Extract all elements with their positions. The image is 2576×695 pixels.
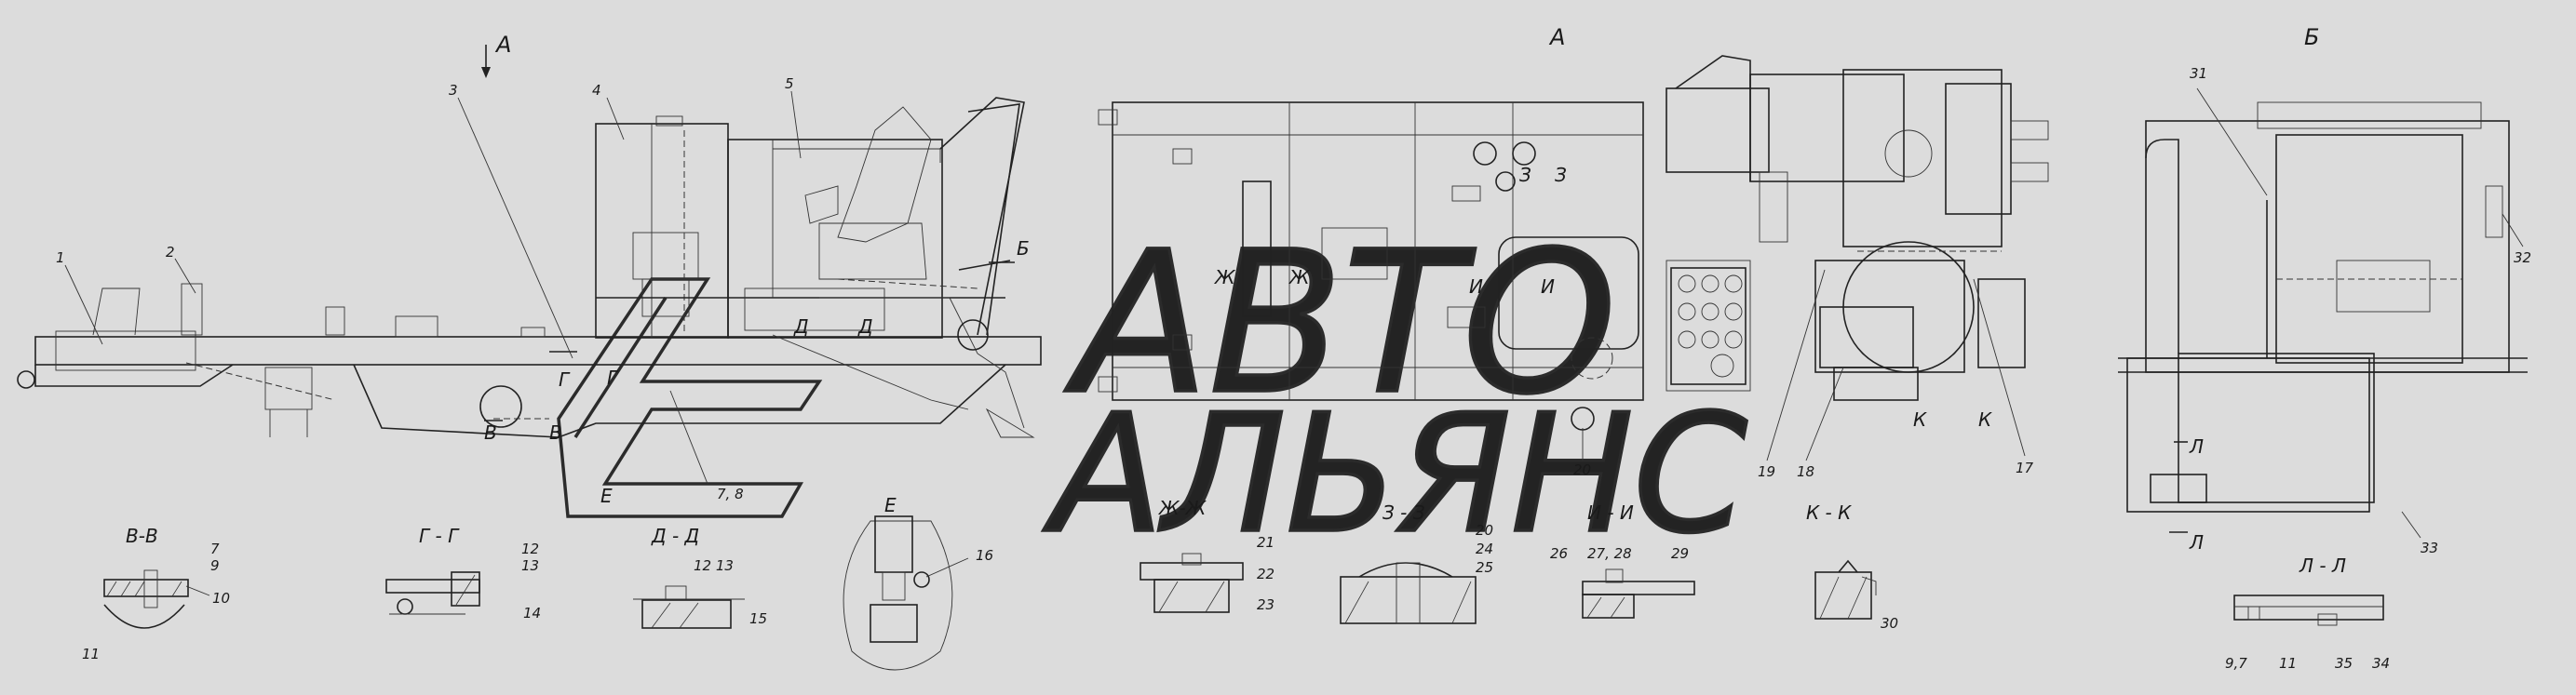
callout-32: 32 [2514, 249, 2531, 266]
callout-35: 35 [2335, 655, 2353, 672]
section-l-l: Л - Л 9,7 11 35 34 [2225, 555, 2390, 672]
callout-11b: 11 [2279, 655, 2297, 672]
marker-d-2: Д [857, 315, 873, 338]
marker-l-2: Л [2189, 531, 2204, 554]
view-a: А [1098, 24, 2049, 480]
callout-25: 25 [1476, 559, 1493, 576]
marker-zh-2: Ж [1288, 266, 1311, 288]
view-a-title: А [1548, 24, 1565, 50]
marker-k-2: К [1978, 408, 1992, 431]
section-v-v: В-В 7 9 10 11 [82, 525, 230, 662]
callout-5: 5 [785, 75, 794, 92]
callout-17: 17 [2016, 460, 2034, 476]
callout-9-7: 9,7 [2225, 655, 2247, 672]
callout-20b: 20 [1476, 522, 1493, 539]
callout-18: 18 [1797, 463, 1814, 480]
section-vv-title: В-В [126, 525, 158, 547]
callout-19: 19 [1758, 463, 1775, 480]
callout-7-8: 7, 8 [717, 486, 744, 502]
callout-31: 31 [2190, 65, 2207, 82]
marker-e-1: Е [600, 485, 613, 507]
callout-12-13: 12 13 [694, 557, 734, 574]
marker-i-2: И [1541, 275, 1555, 298]
section-e: Е 16 [843, 494, 993, 671]
marker-zh-1: Ж [1213, 266, 1236, 288]
callout-4: 4 [592, 82, 601, 99]
section-gg-title: Г - Г [419, 525, 460, 547]
section-e-title: Е [884, 494, 897, 516]
marker-k-1: К [1913, 408, 1927, 431]
section-d-d: Д - Д 12 13 15 [633, 525, 767, 629]
section-z-z: З - З 20 24 25 [1340, 501, 1493, 624]
marker-g-1: Г [559, 368, 571, 391]
section-ii-title: И - И [1587, 501, 1634, 524]
callout-21: 21 [1257, 534, 1275, 551]
callout-26: 26 [1550, 545, 1568, 562]
callout-20: 20 [1573, 461, 1591, 478]
view-b: Б Л Л 31 32 33 [2118, 24, 2531, 556]
marker-z-1: З [1519, 164, 1531, 186]
watermark-line2: АЛЬЯНС [1043, 381, 1747, 569]
watermark-logo: АВТО АЛЬЯНС [557, 207, 1749, 571]
section-i-i: И - И 26 27, 28 29 [1550, 501, 1695, 619]
callout-7: 7 [210, 541, 220, 557]
callout-11: 11 [82, 646, 100, 662]
marker-b-1: Б [1017, 237, 1030, 260]
marker-i-1: И [1469, 275, 1483, 298]
callout-9: 9 [210, 557, 220, 574]
marker-d-1: Д [793, 315, 809, 338]
valve-block [1670, 267, 1747, 385]
callout-1: 1 [56, 249, 65, 266]
callout-12: 12 [521, 541, 539, 557]
callout-33: 33 [2421, 540, 2438, 556]
callout-22: 22 [1257, 566, 1275, 582]
callout-10: 10 [212, 590, 230, 607]
section-zhzh-title: Ж-Ж [1157, 497, 1207, 519]
callout-23: 23 [1257, 596, 1275, 613]
callout-29: 29 [1671, 545, 1689, 562]
marker-l-1: Л [2189, 435, 2204, 458]
view-b-title: Б [2304, 24, 2319, 50]
callout-2: 2 [166, 244, 175, 261]
callout-27-28: 27, 28 [1587, 545, 1632, 562]
marker-v-1: В [484, 421, 497, 444]
section-dd-title: Д - Д [651, 525, 699, 547]
section-kk-title: К - К [1806, 501, 1852, 524]
section-k-k: К - К 30 [1806, 501, 1898, 632]
marker-z-2: З [1555, 164, 1567, 186]
section-zh-zh: Ж-Ж 21 22 23 [1140, 497, 1275, 613]
callout-15: 15 [749, 610, 767, 627]
watermark-line1: АВТО [1064, 209, 1616, 437]
side-view: А [17, 32, 1042, 507]
callout-3: 3 [449, 82, 458, 99]
section-ll-title: Л - Л [2299, 555, 2346, 577]
callout-24: 24 [1476, 541, 1493, 557]
section-zz-title: З - З [1382, 501, 1425, 524]
section-g-g: Г - Г 12 13 14 [385, 525, 541, 621]
marker-g-2: Г [607, 367, 619, 389]
arrow-a-label: А [494, 32, 511, 58]
callout-13: 13 [521, 557, 539, 574]
callout-14: 14 [523, 605, 541, 621]
callout-34: 34 [2372, 655, 2390, 672]
marker-v-2: В [549, 421, 562, 444]
callout-30: 30 [1881, 615, 1898, 632]
callout-16: 16 [976, 547, 993, 564]
